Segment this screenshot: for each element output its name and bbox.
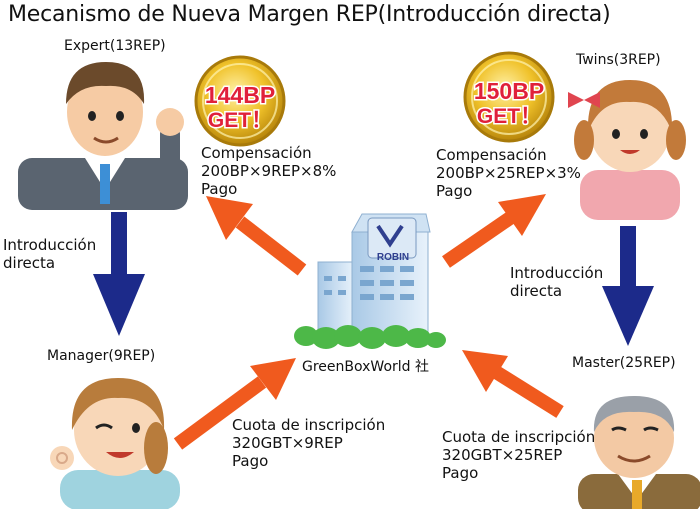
expert-avatar — [18, 62, 188, 210]
compensation-left-line1: Compensación — [201, 144, 312, 162]
manager-label: Manager(9REP) — [47, 348, 156, 364]
intro-right: Introducción directa — [510, 264, 603, 300]
fee-arrow-master — [462, 350, 564, 418]
coin-left-get: GET！ — [208, 109, 272, 132]
fee-right: Cuota de inscripción 320GBT×25REP Pago — [442, 428, 595, 482]
fee-left-line2: 320GBT×9REP — [232, 434, 343, 452]
building-sign: ROBIN — [377, 252, 409, 263]
expert-label: Expert(13REP) — [64, 38, 166, 54]
compensation-left-line3: Pago — [201, 180, 238, 198]
coin-right-value: 150BP — [474, 78, 544, 104]
coin-right — [463, 51, 555, 143]
twins-label: Twins(3REP) — [576, 52, 661, 68]
intro-left-line2: directa — [3, 254, 56, 272]
fee-left-line3: Pago — [232, 452, 269, 470]
intro-right-line2: directa — [510, 282, 563, 300]
intro-left-line1: Introducción — [3, 236, 97, 254]
company-name: GreenBoxWorld 社 — [302, 359, 429, 375]
company-building — [317, 213, 431, 333]
fee-left: Cuota de inscripción 320GBT×9REP Pago — [232, 416, 385, 470]
compensation-left-line2: 200BP×9REP×8% — [201, 162, 337, 180]
bushes — [294, 325, 446, 349]
intro-arrow-right — [602, 226, 654, 346]
intro-arrow-left — [93, 212, 145, 336]
payout-arrow-expert — [206, 196, 307, 276]
compensation-right-line1: Compensación — [436, 146, 547, 164]
compensation-right-line3: Pago — [436, 182, 473, 200]
master-label: Master(25REP) — [572, 355, 676, 371]
fee-arrow-manager — [173, 358, 296, 450]
page-title: Mecanismo de Nueva Margen REP(Introducci… — [8, 2, 611, 27]
coin-right-get: GET！ — [477, 105, 541, 128]
coin-left — [194, 55, 286, 147]
intro-left: Introducción directa — [3, 236, 96, 272]
fee-left-line1: Cuota de inscripción — [232, 416, 386, 434]
fee-right-line1: Cuota de inscripción — [442, 428, 596, 446]
fee-right-line2: 320GBT×25REP — [442, 446, 563, 464]
intro-right-line1: Introducción — [510, 264, 604, 282]
compensation-right-line2: 200BP×25REP×3% — [436, 164, 581, 182]
compensation-left: Compensación 200BP×9REP×8% Pago — [201, 144, 336, 198]
coin-left-value: 144BP — [205, 82, 275, 108]
twins-avatar — [568, 80, 686, 220]
fee-right-line3: Pago — [442, 464, 479, 482]
manager-avatar — [50, 378, 180, 509]
master-avatar — [578, 396, 700, 509]
compensation-right: Compensación 200BP×25REP×3% Pago — [436, 146, 581, 200]
payout-arrow-twins — [442, 194, 546, 268]
